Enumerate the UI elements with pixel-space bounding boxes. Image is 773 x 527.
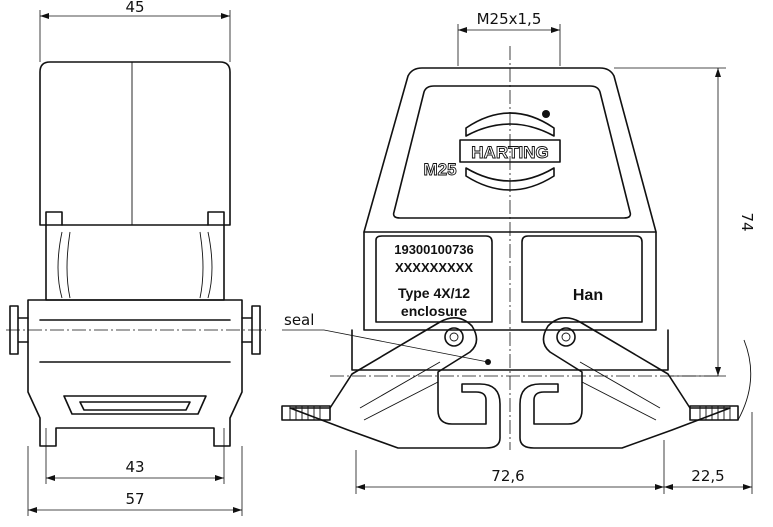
left-pivot-pin: [444, 327, 464, 347]
front-mid-band: [363, 231, 657, 331]
side-shoulder: [45, 211, 225, 226]
side-view: 45 43 57: [6, 0, 266, 516]
rating-text: Type 4X/12: [398, 285, 470, 301]
right-pivot-hole: [561, 332, 571, 342]
right-pivot-pin: [556, 327, 576, 347]
logo-dot: [542, 110, 550, 118]
side-hood-body: [39, 61, 231, 226]
side-lever-band: [39, 319, 231, 363]
left-pivot-hole: [449, 332, 459, 342]
right-lever-edge: [579, 361, 661, 421]
left-grip-ribs: [289, 406, 321, 420]
front-lower-flange: [351, 329, 669, 371]
dim-top-width: 45: [125, 0, 144, 16]
front-hood-top: [363, 67, 657, 233]
logo-arc-top: [465, 112, 555, 137]
arrows-22: [664, 484, 752, 490]
seal-leader-line: [282, 329, 489, 363]
dim-height: 74: [738, 212, 756, 231]
right-locking-lever: [519, 317, 731, 449]
series-text: Han: [573, 287, 603, 304]
front-label-panel-right: [521, 235, 643, 323]
logo-arc-bottom: [465, 167, 555, 191]
part-number-text: 19300100736: [394, 242, 474, 257]
side-lower-housing: [27, 299, 243, 447]
dim-latch-span: 72,6: [491, 467, 524, 485]
dim-outer-width: 57: [125, 490, 144, 508]
front-dimensions: M25x1,5 74 72,6 22,5 seal: [282, 10, 756, 494]
front-label-recess: [392, 85, 632, 219]
side-waist: [45, 224, 225, 301]
front-view: HARTING M25 19300100736 XXXXXXXXX Type 4…: [281, 46, 752, 450]
code-text: XXXXXXXXX: [395, 260, 473, 275]
left-locking-lever: [289, 317, 501, 449]
enclosure-text: enclosure: [401, 303, 467, 319]
dim-thread-size: M25x1,5: [477, 10, 542, 28]
thread-marking: M25: [423, 160, 456, 179]
right-grip-ribs: [699, 406, 731, 420]
dim-lever-overhang: 22,5: [691, 467, 724, 485]
side-base-window: [63, 395, 207, 415]
dim-inner-width: 43: [125, 458, 144, 476]
side-waist-curves: [57, 231, 213, 299]
left-lever-edge: [359, 361, 441, 421]
seal-label: seal: [284, 311, 314, 329]
front-label-panel-left: [375, 235, 493, 323]
lever-swing-arc: [737, 339, 752, 421]
